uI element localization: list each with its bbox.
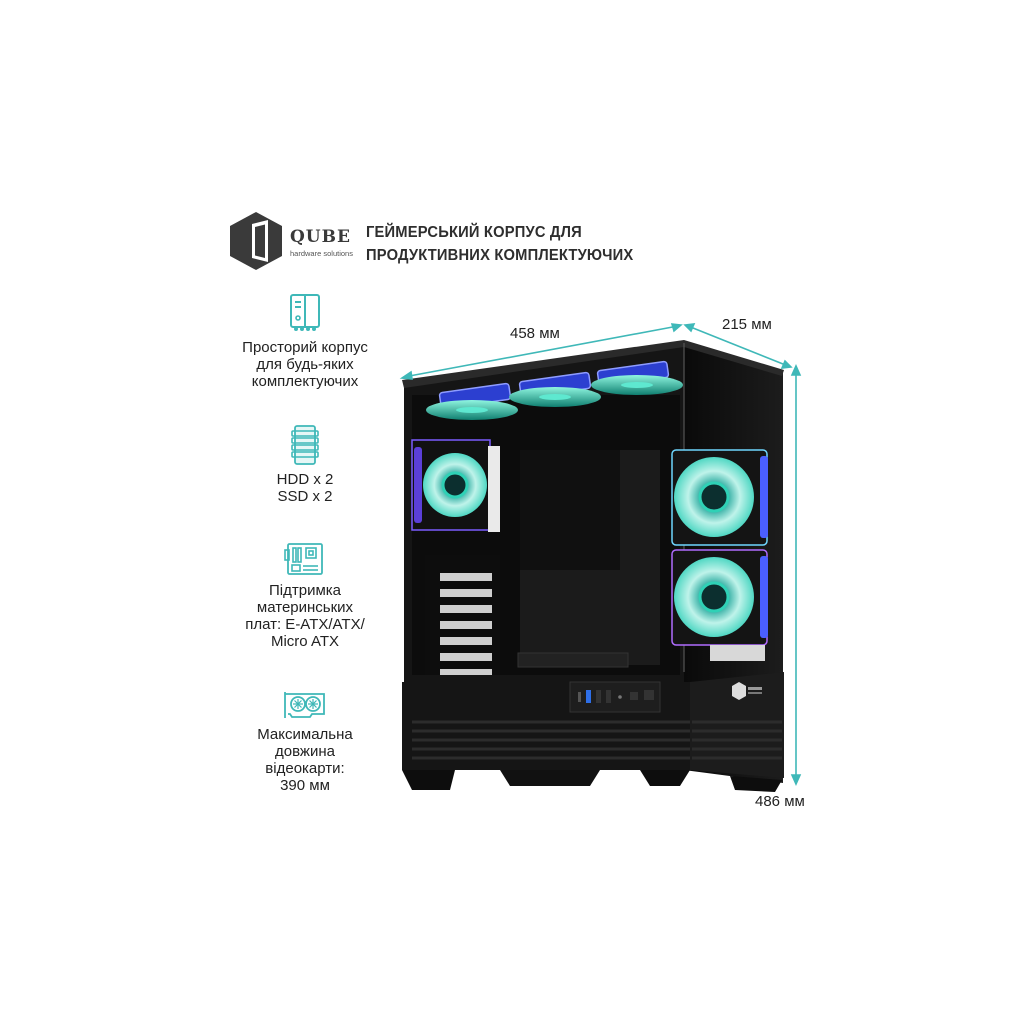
headline-line-2: ПРОДУКТИВНИХ КОМПЛЕКТУЮЧИХ	[366, 247, 634, 264]
feature-1-line-1: Просторий корпус	[242, 339, 368, 356]
motherboard-icon	[284, 543, 323, 575]
qube-hexagon-logo-icon	[230, 212, 282, 270]
rear-fan	[411, 439, 500, 532]
feature-4-line-2: довжина	[275, 743, 335, 760]
graphics-card-icon	[284, 692, 325, 718]
headline-line-1: ГЕЙМЕРСЬКИЙ КОРПУС ДЛЯ	[366, 224, 582, 241]
brand-tagline: hardware solutions	[290, 249, 353, 258]
top-fans	[426, 360, 683, 420]
brand-logo: QUBE hardware solutions	[228, 210, 358, 270]
width-dimension-line	[687, 325, 789, 367]
feature-1-line-2: для будь-яких	[256, 356, 354, 373]
feature-1-line-3: комплектуючих	[251, 373, 359, 390]
feature-4-line-3: відеокарти:	[265, 760, 345, 777]
length-dimension-label: 458 мм	[510, 325, 560, 342]
pc-tower-icon	[290, 294, 320, 331]
feature-3-line-3: плат: E-ATX/ATX/	[245, 616, 365, 633]
length-dimension-line	[403, 325, 679, 378]
page-headline: ГЕЙМЕРСЬКИЙ КОРПУС ДЛЯ ПРОДУКТИВНИХ КОМП…	[366, 221, 633, 267]
width-dimension-label: 215 мм	[722, 316, 772, 333]
brand-name: QUBE	[290, 227, 351, 247]
feature-motherboard-support: Підтримка материнських плат: E-ATX/ATX/ …	[215, 542, 395, 650]
feature-3-line-1: Підтримка	[268, 582, 341, 599]
feature-drive-bays: HDD x 2 SSD x 2	[215, 425, 395, 505]
feature-spacious-case: Просторий корпус для будь-яких комплекту…	[215, 293, 395, 390]
feature-3-line-2: материнських	[256, 599, 354, 616]
psu-shroud	[402, 672, 784, 792]
feature-2-line-1: HDD x 2	[276, 471, 334, 488]
drive-bay-icon	[291, 425, 319, 465]
feature-2-line-2: SSD x 2	[277, 488, 333, 505]
front-fans	[671, 449, 768, 661]
case-front-logo-icon	[732, 682, 762, 700]
feature-4-line-1: Максимальна	[257, 726, 353, 743]
feature-gpu-length: Максимальна довжина відеокарти: 390 мм	[215, 690, 395, 794]
feature-3-line-4: Micro ATX	[270, 633, 340, 650]
feature-4-line-4: 390 мм	[280, 777, 330, 794]
pcie-slots	[425, 555, 500, 675]
height-dimension-label: 486 мм	[755, 793, 805, 810]
